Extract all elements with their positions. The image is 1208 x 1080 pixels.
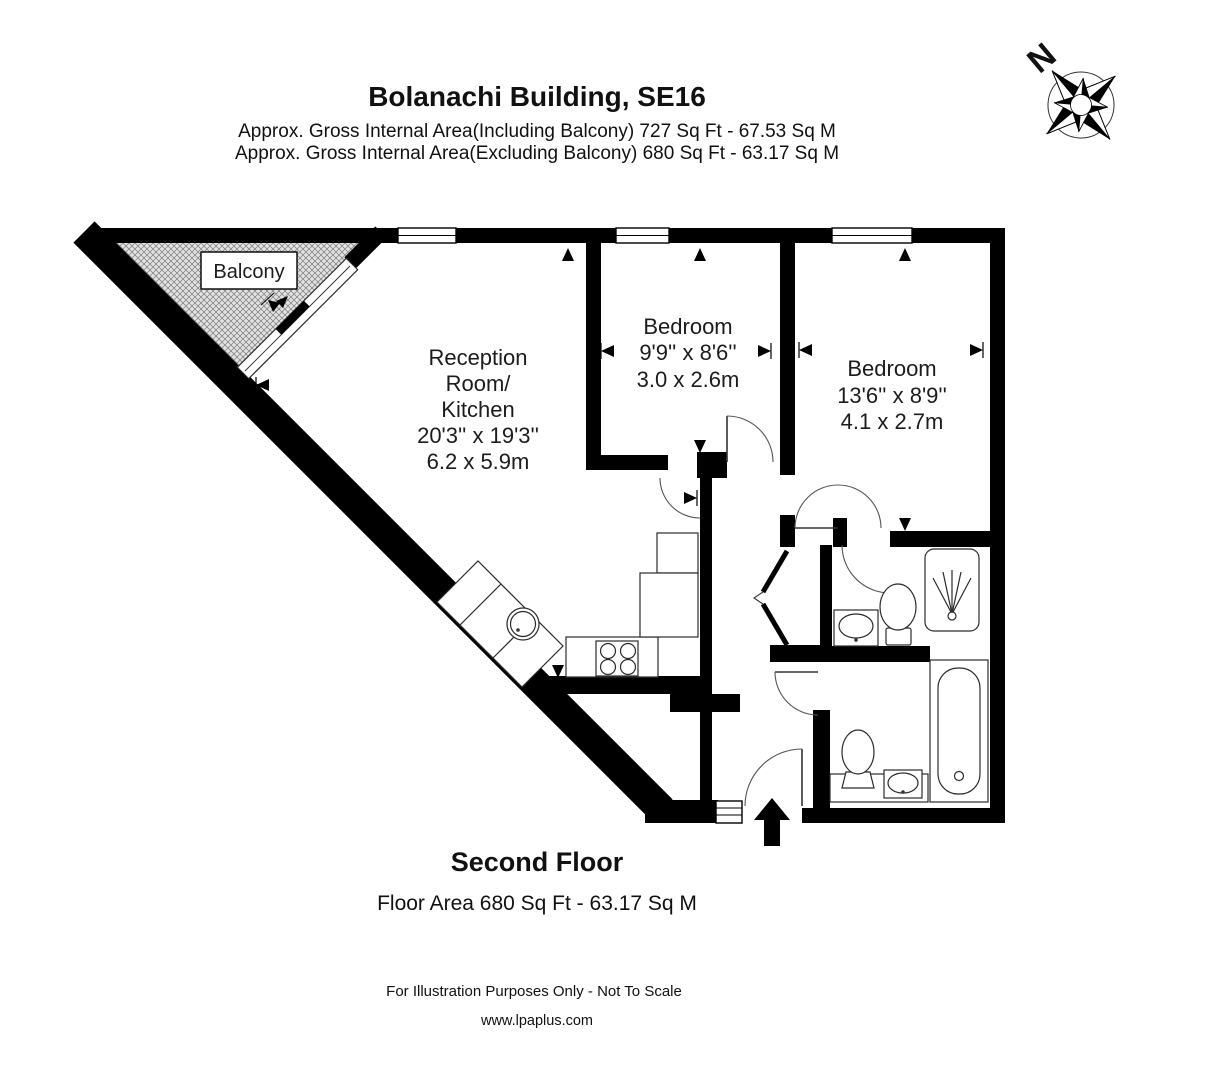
area-excluding-balcony: Approx. Gross Internal Area(Excluding Ba… xyxy=(235,143,839,164)
page-title: Bolanachi Building, SE16 xyxy=(368,81,706,112)
dimension-arrows xyxy=(255,248,984,678)
svg-text:Room/: Room/ xyxy=(446,371,512,396)
website: www.lpaplus.com xyxy=(480,1013,593,1029)
kitchen-sink-icon xyxy=(506,607,540,641)
balcony-label: Balcony xyxy=(200,251,298,290)
svg-text:Kitchen: Kitchen xyxy=(441,397,514,422)
svg-text:3.0 x 2.6m: 3.0 x 2.6m xyxy=(637,367,740,392)
hob-icon xyxy=(595,640,639,677)
bifold-door-icon xyxy=(753,549,790,647)
balcony-label-text: Balcony xyxy=(213,261,284,283)
toilet-icon xyxy=(879,583,917,646)
disclaimer: For Illustration Purposes Only - Not To … xyxy=(386,983,682,1000)
svg-text:4.1 x 2.7m: 4.1 x 2.7m xyxy=(841,409,944,434)
shower-icon xyxy=(924,548,980,632)
bedroom2-label: Bedroom 13'6'' x 8'9'' 4.1 x 2.7m xyxy=(837,356,947,434)
walls xyxy=(73,221,1005,823)
svg-text:9'9'' x 8'6'': 9'9'' x 8'6'' xyxy=(639,340,736,365)
svg-text:Reception: Reception xyxy=(428,345,527,370)
bedroom1-label: Bedroom 9'9'' x 8'6'' 3.0 x 2.6m xyxy=(637,314,740,392)
entrance-arrow-icon xyxy=(754,798,790,846)
floor-area: Floor Area 680 Sq Ft - 63.17 Sq M xyxy=(377,892,697,915)
kitchen-counter xyxy=(436,532,699,688)
floor-label: Second Floor xyxy=(451,847,624,877)
basin-icon xyxy=(833,609,879,647)
bathtub-icon xyxy=(929,659,989,803)
svg-text:6.2 x 5.9m: 6.2 x 5.9m xyxy=(427,449,530,474)
window-icon xyxy=(397,227,913,824)
svg-text:13'6'' x 8'9'': 13'6'' x 8'9'' xyxy=(837,383,947,408)
svg-text:20'3'' x 19'3'': 20'3'' x 19'3'' xyxy=(417,423,539,448)
basin-icon xyxy=(883,769,923,799)
svg-text:Bedroom: Bedroom xyxy=(643,314,732,339)
toilet-icon xyxy=(841,729,875,789)
reception-label: Reception Room/ Kitchen 20'3'' x 19'3'' … xyxy=(417,345,539,474)
door-arcs xyxy=(659,415,891,807)
compass-rose-icon: N xyxy=(1020,36,1116,140)
sliding-door-icon xyxy=(236,257,359,380)
area-including-balcony: Approx. Gross Internal Area(Including Ba… xyxy=(238,121,836,142)
svg-text:Bedroom: Bedroom xyxy=(847,356,936,381)
